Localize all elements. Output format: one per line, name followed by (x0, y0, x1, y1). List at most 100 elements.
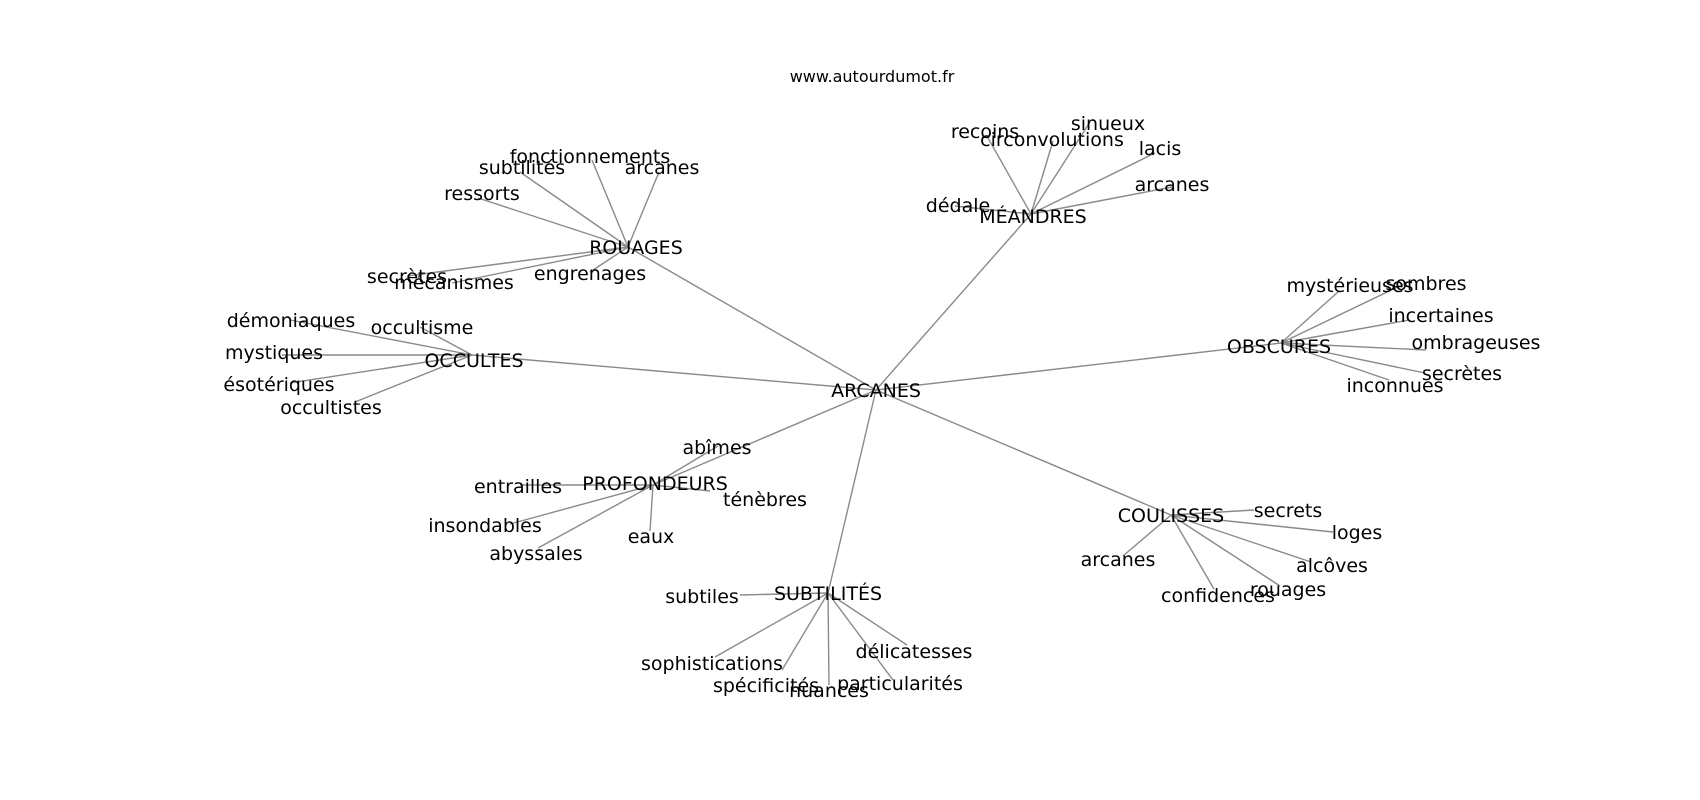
leaf-word-label[interactable]: subtilités (479, 157, 565, 179)
edge-line (739, 592, 829, 596)
leaf-word-label[interactable]: dédale (926, 195, 990, 217)
leaf-word-label[interactable]: entrailles (474, 476, 562, 498)
edge-line (1170, 509, 1255, 516)
leaf-word-label[interactable]: arcanes (1135, 174, 1210, 196)
site-label: www.autourdumot.fr (790, 67, 955, 86)
leaf-word-label[interactable]: arcanes (1081, 549, 1156, 571)
hub-node-label[interactable]: OCCULTES (424, 350, 523, 372)
edge-line (289, 319, 473, 356)
edge-line (1170, 514, 1281, 587)
leaf-word-label[interactable]: abyssales (489, 543, 582, 565)
leaf-word-label[interactable]: secrets (1254, 500, 1322, 522)
leaf-word-label[interactable]: ténèbres (723, 489, 807, 511)
hub-node-label[interactable]: ROUAGES (589, 237, 683, 259)
edge-line (714, 592, 829, 658)
hub-node-label[interactable]: COULISSES (1118, 505, 1225, 527)
edge-line (875, 342, 1282, 391)
leaf-word-label[interactable]: incertaines (1388, 305, 1493, 327)
edge-line (875, 389, 1172, 516)
edge-line (827, 592, 908, 646)
hub-node-label[interactable]: MÉANDRES (979, 205, 1087, 228)
leaf-word-label[interactable]: lacis (1139, 138, 1182, 160)
edge-line (451, 246, 629, 284)
edge-line (649, 484, 654, 532)
leaf-word-label[interactable]: particularités (837, 673, 963, 695)
leaf-word-label[interactable]: secrètes (1422, 363, 1502, 385)
leaf-word-label[interactable]: loges (1332, 522, 1383, 544)
leaf-word-label[interactable]: alcôves (1296, 555, 1368, 577)
leaf-word-label[interactable]: recoins (951, 121, 1019, 143)
leaf-word-label[interactable]: sophistications (641, 653, 783, 675)
edge-line (289, 354, 473, 384)
leaf-word-label[interactable]: démoniaques (227, 310, 356, 332)
edge-line (1280, 319, 1410, 344)
leaf-word-label[interactable]: ressorts (444, 183, 520, 205)
leaf-word-label[interactable]: ésotériques (223, 374, 334, 396)
edge-line (1280, 342, 1426, 374)
leaf-word-label[interactable]: abîmes (682, 437, 751, 459)
leaf-word-label[interactable]: sinueux (1071, 113, 1145, 135)
edge-line (627, 171, 660, 248)
leaf-word-label[interactable]: occultistes (280, 397, 382, 419)
edge-line (509, 484, 654, 525)
edge-line (1280, 291, 1339, 344)
edge-layer (282, 121, 1427, 686)
leaf-word-label[interactable]: nuances (789, 680, 869, 702)
leaf-word-label[interactable]: mystiques (225, 342, 323, 364)
edge-line (1170, 514, 1312, 563)
edge-line (1170, 514, 1215, 590)
edge-line (589, 246, 629, 273)
edge-line (419, 326, 473, 356)
leaf-word-label[interactable]: engrenages (534, 263, 646, 285)
leaf-word-label[interactable]: insondables (428, 515, 542, 537)
edge-line (781, 592, 829, 671)
edge-line (471, 354, 877, 391)
leaf-word-label[interactable]: inconnues (1346, 375, 1443, 397)
edge-line (652, 389, 877, 486)
leaf-word-label[interactable]: spécificités (713, 675, 819, 697)
edge-line (987, 137, 1032, 215)
leaf-word-label[interactable]: arcanes (625, 157, 700, 179)
edge-line (875, 213, 1032, 391)
hub-node-label[interactable]: OBSCURES (1227, 336, 1331, 358)
leaf-word-label[interactable]: secrètes (367, 266, 447, 288)
edge-line (1280, 342, 1427, 351)
leaf-word-label[interactable]: mécanismes (394, 272, 514, 294)
edge-line (827, 389, 877, 594)
edge-line (519, 171, 629, 248)
edge-line (591, 159, 629, 248)
edge-line (1030, 140, 1054, 215)
edge-line (827, 592, 830, 686)
edge-line (406, 246, 629, 277)
edge-line (1280, 281, 1409, 344)
leaf-word-label[interactable]: subtiles (665, 586, 739, 608)
leaf-word-label[interactable]: sombres (1385, 273, 1466, 295)
leaf-word-label[interactable]: circonvolutions (980, 129, 1124, 151)
leaf-word-label[interactable]: délicatesses (856, 641, 973, 663)
leaf-word-label[interactable]: rouages (1250, 579, 1326, 601)
edge-line (954, 205, 1032, 215)
edge-line (652, 445, 719, 486)
edge-line (1122, 514, 1172, 557)
hub-node-label[interactable]: PROFONDEURS (582, 473, 728, 495)
leaf-word-label[interactable]: eaux (628, 526, 675, 548)
edge-line (1030, 152, 1156, 215)
leaf-word-label[interactable]: fonctionnements (510, 146, 671, 168)
center-node-label[interactable]: ARCANES (831, 380, 921, 402)
edge-line (1280, 342, 1390, 381)
edge-line (537, 484, 654, 549)
edge-line (1030, 121, 1091, 215)
hub-node-label[interactable]: SUBTILITÉS (774, 582, 882, 605)
edge-line (1030, 186, 1173, 215)
leaf-word-label[interactable]: ombrageuses (1412, 332, 1541, 354)
edge-line (477, 197, 629, 248)
leaf-word-label[interactable]: confidences (1161, 585, 1275, 607)
edge-line (827, 592, 894, 681)
edge-line (652, 484, 711, 492)
edge-line (627, 246, 877, 391)
edge-line (1170, 514, 1334, 533)
leaf-word-label[interactable]: mystérieuses (1286, 275, 1413, 297)
leaf-word-label[interactable]: occultisme (371, 317, 474, 339)
